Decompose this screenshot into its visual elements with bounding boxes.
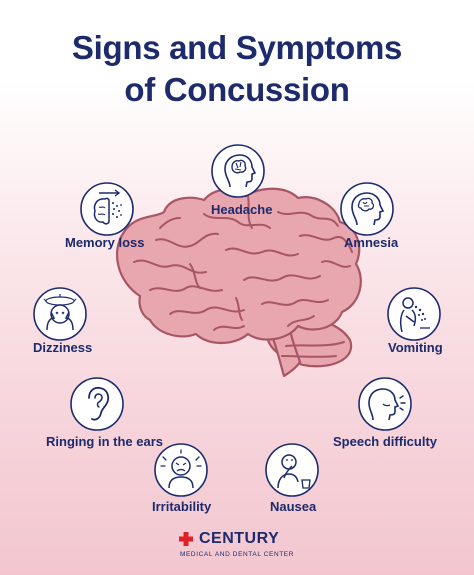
vomiting-person-icon <box>386 286 442 342</box>
nauseous-person-icon <box>264 442 320 498</box>
title-line-1: Signs and Symptoms <box>71 29 403 66</box>
logo-name: CENTURY <box>199 530 280 547</box>
brainstem <box>268 328 302 378</box>
cross-icon <box>179 532 193 546</box>
ear-icon <box>69 376 125 432</box>
head-profile-icon <box>339 181 395 237</box>
symptom-label-speech-difficulty: Speech difficulty <box>333 434 438 449</box>
symptom-label-irritability: Irritability <box>152 499 212 514</box>
brain-forward-icon <box>79 181 135 237</box>
head-brain-icon <box>210 143 266 199</box>
symptom-label-dizziness: Dizziness <box>33 340 93 355</box>
symptom-label-amnesia: Amnesia <box>344 235 399 250</box>
logo-subtitle: MEDICAL AND DENTAL CENTER <box>179 551 295 558</box>
dizzy-face-icon <box>32 286 88 342</box>
symptom-label-vomiting: Vomiting <box>388 340 443 355</box>
symptom-label-memory-loss: Memory loss <box>65 235 145 250</box>
speaking-face-icon <box>357 376 413 432</box>
symptom-label-nausea: Nausea <box>270 499 317 514</box>
symptom-label-headache: Headache <box>211 202 273 217</box>
title-line-2: of Concussion <box>124 71 350 108</box>
symptom-label-ringing-in-the-ears: Ringing in the ears <box>46 434 164 449</box>
angry-face-icon <box>153 442 209 498</box>
